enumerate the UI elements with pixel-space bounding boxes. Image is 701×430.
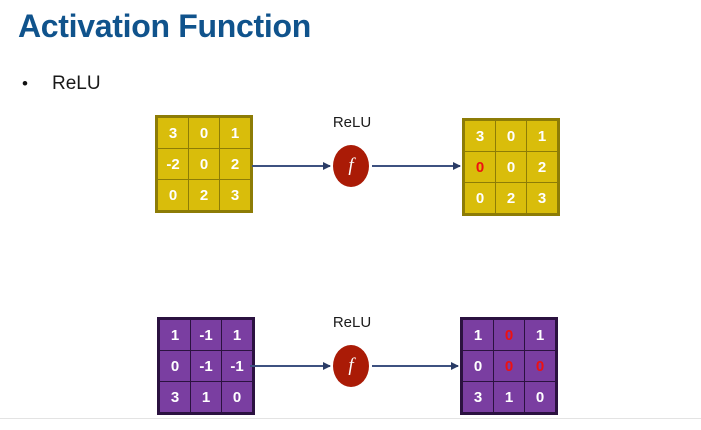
matrix-cell: 3 xyxy=(160,382,190,412)
relu-circle-icon: f xyxy=(333,345,369,387)
input-matrix-gold: 3 0 1 -2 0 2 0 2 3 xyxy=(155,115,253,213)
matrix-cell: 1 xyxy=(191,382,221,412)
output-matrix-gold: 3 0 1 0 0 2 0 2 3 xyxy=(462,118,560,216)
matrix-cell: 0 xyxy=(158,180,188,210)
arrow-relu-to-output-icon xyxy=(372,162,461,170)
matrix-cell: 1 xyxy=(463,320,493,350)
relu-node-purple: f xyxy=(333,345,369,387)
matrix-cell: 0 xyxy=(496,121,526,151)
matrix-cell: 0 xyxy=(496,152,526,182)
matrix-cell: 1 xyxy=(527,121,557,151)
matrix-cell: 2 xyxy=(220,149,250,179)
relu-diagram-gold: 3 0 1 -2 0 2 0 2 3 ReLU f 3 0 1 0 0 2 0 … xyxy=(0,108,701,228)
output-matrix-purple: 1 0 1 0 0 0 3 1 0 xyxy=(460,317,558,415)
matrix-cell: -2 xyxy=(158,149,188,179)
relu-node-gold: f xyxy=(333,145,369,187)
matrix-cell: 1 xyxy=(525,320,555,350)
matrix-cell-zeroed: 0 xyxy=(494,320,524,350)
bullet-marker-icon: • xyxy=(22,74,28,93)
matrix-cell: 0 xyxy=(160,351,190,381)
arrow-relu-to-output-icon xyxy=(372,362,459,370)
bullet-list-item: • ReLU xyxy=(22,74,101,93)
arrow-input-to-relu-icon xyxy=(250,362,331,370)
matrix-cell: 0 xyxy=(189,118,219,148)
matrix-cell: 3 xyxy=(220,180,250,210)
matrix-cell: 0 xyxy=(222,382,252,412)
matrix-cell-zeroed: 0 xyxy=(525,351,555,381)
relu-diagram-purple: 1 -1 1 0 -1 -1 3 1 0 ReLU f 1 0 1 0 0 0 … xyxy=(0,310,701,430)
matrix-cell: 3 xyxy=(158,118,188,148)
footer-divider xyxy=(0,418,701,419)
matrix-cell: 2 xyxy=(189,180,219,210)
matrix-cell: 0 xyxy=(463,351,493,381)
matrix-cell: 2 xyxy=(496,183,526,213)
matrix-cell: 3 xyxy=(465,121,495,151)
relu-label: ReLU xyxy=(332,114,372,131)
matrix-cell-zeroed: 0 xyxy=(494,351,524,381)
function-symbol: f xyxy=(348,354,354,376)
relu-circle-icon: f xyxy=(333,145,369,187)
matrix-cell: 3 xyxy=(463,382,493,412)
relu-label: ReLU xyxy=(332,314,372,331)
page-title: Activation Function xyxy=(18,8,311,44)
function-symbol: f xyxy=(348,154,354,176)
matrix-cell: 2 xyxy=(527,152,557,182)
matrix-cell: 0 xyxy=(525,382,555,412)
matrix-cell: 1 xyxy=(220,118,250,148)
arrow-input-to-relu-icon xyxy=(252,162,331,170)
matrix-cell: -1 xyxy=(191,351,221,381)
matrix-cell: 1 xyxy=(160,320,190,350)
bullet-label: ReLU xyxy=(52,73,101,94)
matrix-cell: 3 xyxy=(527,183,557,213)
matrix-cell: 0 xyxy=(189,149,219,179)
matrix-cell: 1 xyxy=(494,382,524,412)
input-matrix-purple: 1 -1 1 0 -1 -1 3 1 0 xyxy=(157,317,255,415)
matrix-cell: 0 xyxy=(465,183,495,213)
matrix-cell: -1 xyxy=(191,320,221,350)
matrix-cell: 1 xyxy=(222,320,252,350)
matrix-cell: -1 xyxy=(222,351,252,381)
matrix-cell-zeroed: 0 xyxy=(465,152,495,182)
